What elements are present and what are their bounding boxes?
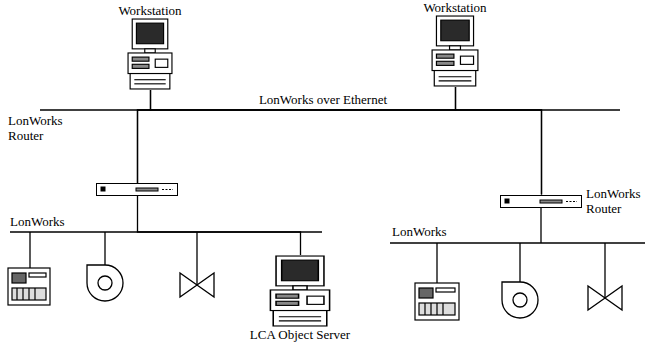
lonworks-router: LonWorks Router <box>8 113 178 196</box>
node-label: LCA Object Server <box>250 327 350 342</box>
node-label: Workstation <box>118 3 181 18</box>
node-label: LonWorks Router <box>586 186 652 216</box>
workstation: Workstation <box>118 3 181 90</box>
bus-label: LonWorks <box>392 224 447 239</box>
valve-symbol <box>588 286 622 310</box>
network-link <box>138 196 301 255</box>
computer-icon <box>269 255 331 327</box>
network-link <box>456 87 542 195</box>
drop-wire <box>519 243 520 282</box>
object-server: LCA Object Server <box>250 255 350 342</box>
network-link <box>138 90 151 183</box>
router-icon <box>96 183 178 196</box>
valve-symbol <box>180 273 214 297</box>
drop-wire <box>29 232 30 268</box>
fan-symbol <box>502 282 538 318</box>
drop-wire <box>604 243 605 298</box>
controller-symbol <box>8 268 50 305</box>
workstation: Workstation <box>423 0 486 87</box>
drop-wire <box>196 232 197 285</box>
lonworks-bus <box>390 242 645 243</box>
node-label: Workstation <box>423 0 486 15</box>
fan-symbol <box>87 265 123 301</box>
network-link <box>151 90 542 195</box>
computer-icon <box>431 15 479 87</box>
computer-icon <box>127 18 173 90</box>
network-link <box>138 87 456 183</box>
network-label: LonWorks over Ethernet <box>259 92 387 107</box>
drop-wire <box>104 232 105 265</box>
router-icon <box>500 195 582 208</box>
controller-symbol <box>415 283 459 320</box>
bus-label: LonWorks <box>10 214 65 229</box>
drop-wire <box>436 243 437 283</box>
lonworks-router: LonWorks Router <box>500 186 652 216</box>
node-label: LonWorks Router <box>8 113 72 143</box>
